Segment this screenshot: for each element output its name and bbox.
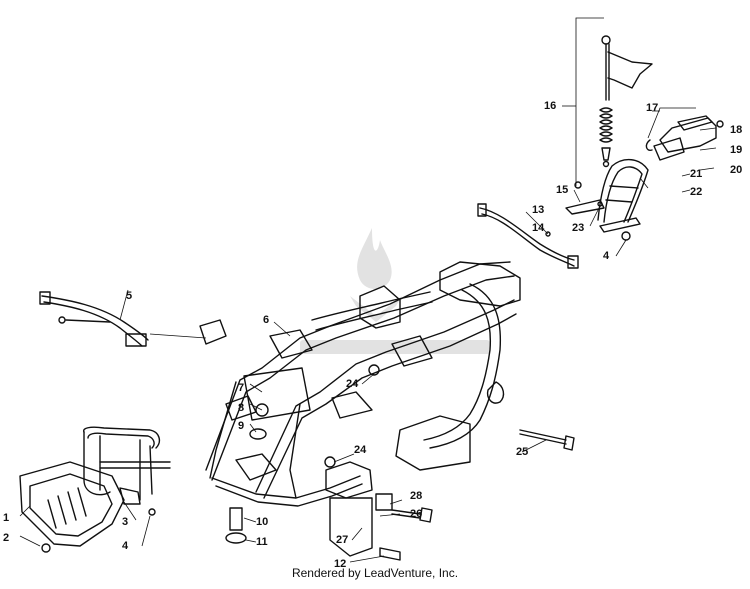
callout-18: 18 bbox=[730, 124, 743, 136]
callout-16-bracket bbox=[575, 17, 604, 186]
callout-28: 28 bbox=[410, 490, 423, 502]
callout-7: 7 bbox=[238, 382, 245, 394]
callout-22: 22 bbox=[690, 186, 703, 198]
engine-mounts bbox=[225, 403, 269, 544]
callout-27: 27 bbox=[336, 534, 349, 546]
callout-17: 17 bbox=[646, 102, 659, 114]
callout-13: 13 bbox=[532, 204, 545, 216]
footer-credit: Rendered by LeadVenture, Inc. bbox=[291, 566, 459, 580]
callout-2: 2 bbox=[3, 532, 10, 544]
callout-24-lower: 24 bbox=[354, 444, 367, 456]
callout-16: 16 bbox=[544, 100, 557, 112]
callout-5: 5 bbox=[126, 290, 133, 302]
bolts bbox=[329, 429, 575, 561]
flag-whip bbox=[574, 35, 653, 189]
callout-9: 9 bbox=[238, 420, 245, 432]
callout-3: 3 bbox=[122, 516, 129, 528]
callout-19: 19 bbox=[730, 144, 743, 156]
callout-4-rear: 4 bbox=[603, 250, 610, 262]
leader-lines bbox=[19, 127, 717, 563]
watermark-logo bbox=[300, 228, 490, 354]
callout-8: 8 bbox=[238, 402, 245, 414]
tail-light bbox=[645, 115, 724, 161]
callout-10: 10 bbox=[256, 516, 269, 528]
callout-14: 14 bbox=[532, 222, 545, 234]
rear-rack bbox=[477, 159, 649, 269]
callout-15: 15 bbox=[556, 184, 569, 196]
callout-4-front: 4 bbox=[122, 540, 129, 552]
callout-6: 6 bbox=[263, 314, 270, 326]
callout-24-upper: 24 bbox=[346, 378, 359, 390]
front-bumper bbox=[83, 426, 171, 516]
skid-plate bbox=[19, 461, 125, 553]
side-bar bbox=[39, 291, 227, 347]
callout-26: 26 bbox=[410, 508, 423, 520]
callout-21: 21 bbox=[690, 168, 703, 180]
callout-1: 1 bbox=[3, 512, 10, 524]
callout-12: 12 bbox=[334, 558, 347, 570]
callout-23: 23 bbox=[572, 222, 585, 234]
callout-20: 20 bbox=[730, 164, 743, 176]
callout-25: 25 bbox=[516, 446, 529, 458]
callout-11: 11 bbox=[256, 536, 268, 548]
main-frame bbox=[205, 261, 521, 507]
